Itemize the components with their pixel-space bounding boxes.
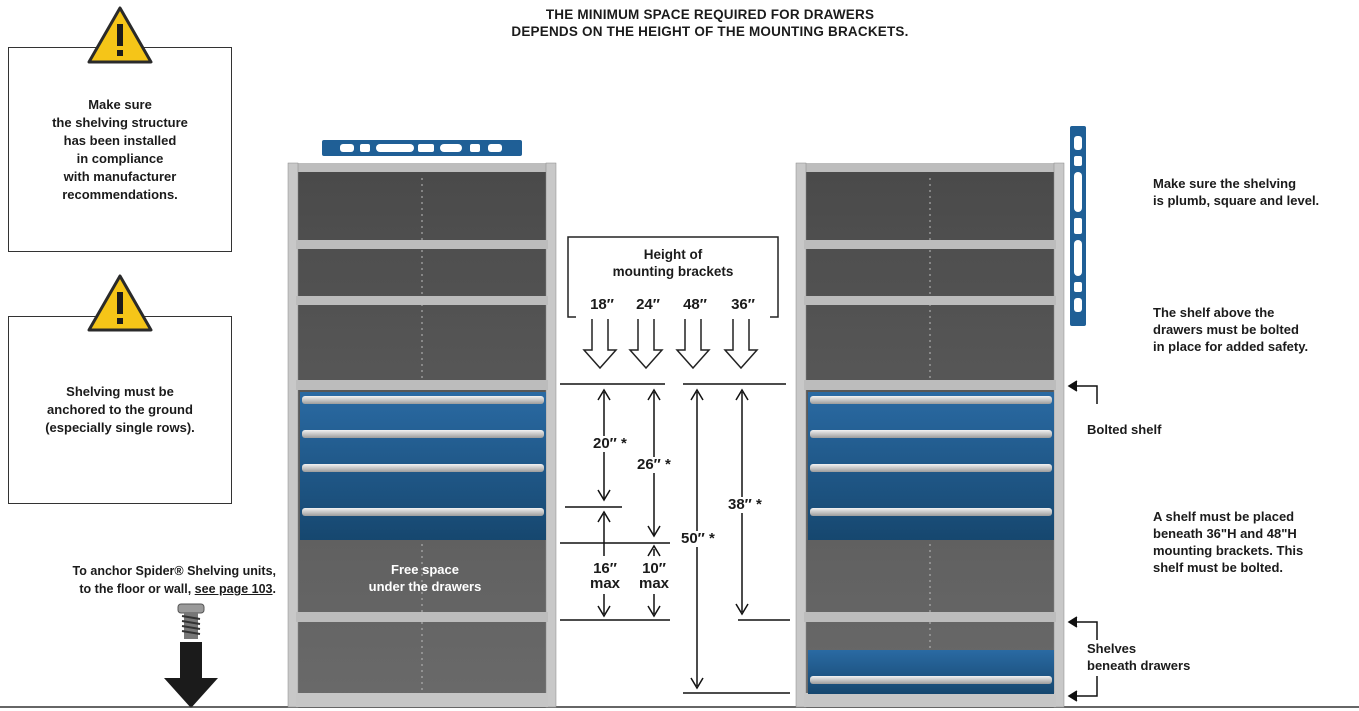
- anchor-note-prefix: to the floor or wall,: [79, 582, 195, 596]
- dimension-50: 50″ *: [680, 530, 716, 547]
- bracket-box-title: Height of mounting brackets: [568, 246, 778, 280]
- warning-box-anchoring: Shelving must be anchored to the ground …: [8, 316, 232, 504]
- bracket-height-18: 18″: [590, 296, 614, 313]
- dimension-10: 10″: [642, 560, 666, 577]
- anchor-note: To anchor Spider® Shelving units, to the…: [6, 562, 276, 598]
- dimension-10-max-label: max: [638, 575, 670, 592]
- dimension-10-max: 10″ max: [638, 561, 670, 591]
- bracket-height-36: 36″: [731, 296, 755, 313]
- label-shelves-beneath-drawers: Shelves beneath drawers: [1087, 641, 1191, 673]
- anchor-note-suffix: .: [272, 582, 276, 596]
- dimension-lines: [560, 383, 790, 694]
- right-lower-drawer: [808, 650, 1054, 694]
- bracket-height-48: 48″: [683, 296, 707, 313]
- note-bolted-above: The shelf above the drawers must be bolt…: [1153, 305, 1309, 354]
- warning-icon: [87, 274, 153, 332]
- anchor-bolt-arrow-icon: [164, 603, 218, 708]
- title-line-1: THE MINIMUM SPACE REQUIRED FOR DRAWERS: [545, 7, 875, 22]
- anchor-note-line-2: to the floor or wall, see page 103.: [6, 580, 276, 598]
- warning-anchoring-text: Shelving must be anchored to the ground …: [45, 384, 195, 435]
- dimension-20: 20″ *: [592, 435, 628, 452]
- free-space-label: Free space under the drawers: [368, 562, 482, 594]
- note-plumb-square-level: Make sure the shelving is plumb, square …: [1153, 176, 1320, 208]
- diagram-title: THE MINIMUM SPACE REQUIRED FOR DRAWERS D…: [330, 6, 1090, 40]
- bracket-height-24: 24″: [636, 296, 660, 313]
- note-shelf-beneath: A shelf must be placed beneath 36"H and …: [1153, 509, 1304, 575]
- vertical-level-icon: [1070, 126, 1086, 326]
- warning-icon: [87, 6, 153, 64]
- bracket-arrows: [582, 318, 759, 370]
- right-drawer-stack: [808, 392, 1054, 540]
- right-shelving-unit: [795, 162, 1065, 708]
- horizontal-level-icon: [322, 140, 522, 156]
- label-bolted-shelf: Bolted shelf: [1087, 422, 1162, 437]
- warning-installation-text: Make sure the shelving structure has bee…: [52, 96, 188, 202]
- warning-box-installation: Make sure the shelving structure has bee…: [8, 47, 232, 252]
- callout-arrows: [1067, 380, 1098, 702]
- bracket-title-line-2: mounting brackets: [612, 264, 734, 279]
- anchor-note-line-1: To anchor Spider® Shelving units,: [72, 564, 276, 578]
- left-shelving-unit: [287, 162, 557, 708]
- dimension-16-max: 16″ max: [589, 561, 621, 591]
- see-page-link[interactable]: see page 103: [194, 582, 273, 596]
- bracket-title-line-1: Height of: [643, 247, 703, 262]
- dimension-16-max-label: max: [589, 575, 621, 592]
- bracket-heights-box: [567, 236, 779, 318]
- left-drawer-stack: [300, 392, 546, 540]
- title-line-2: DEPENDS ON THE HEIGHT OF THE MOUNTING BR…: [511, 24, 909, 39]
- dimension-16: 16″: [593, 560, 617, 577]
- dimension-38: 38″ *: [727, 496, 763, 513]
- dimension-26: 26″ *: [636, 456, 672, 473]
